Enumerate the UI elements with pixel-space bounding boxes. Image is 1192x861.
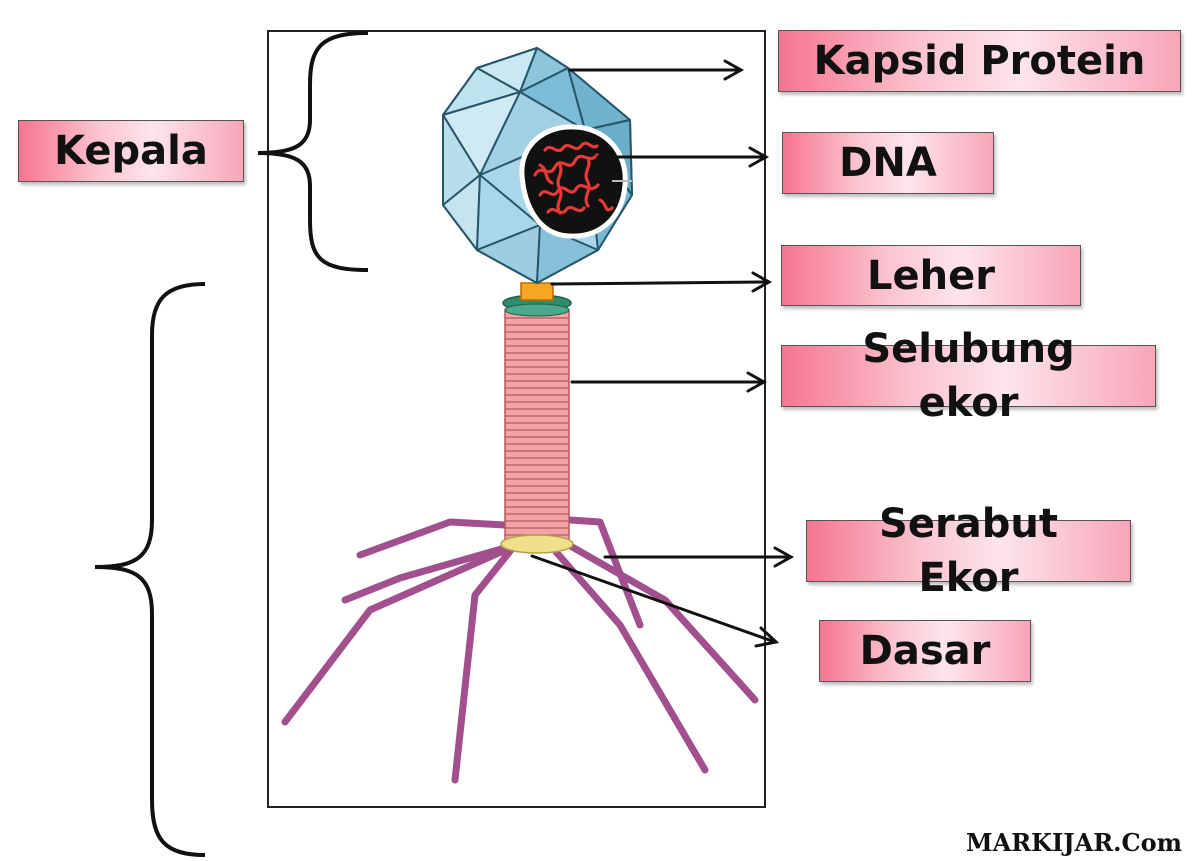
label-dasar: Dasar [819,620,1031,682]
label-dna: DNA [782,132,994,194]
label-kepala-text: Kepala [54,124,208,178]
label-kepala: Kepala [18,120,244,182]
label-serabut-ekor-text: Serabut Ekor [879,497,1058,605]
label-kapsid-protein-text: Kapsid Protein [814,34,1146,88]
tail-brace [95,284,205,855]
arrow-leher [552,282,768,284]
base-plate [501,535,573,553]
head-brace [258,33,368,270]
label-selubung-ekor-text: Selubung ekor [862,322,1074,430]
label-kapsid-protein: Kapsid Protein [778,30,1181,92]
label-dna-text: DNA [839,136,937,190]
arrow-dasar [532,556,775,642]
label-leher: Leher [781,245,1081,306]
label-selubung-ekor: Selubung ekor [781,345,1156,407]
label-dasar-text: Dasar [860,624,991,678]
tail-sheath [505,310,569,540]
neck [521,283,553,300]
tail-fibers [285,520,755,780]
site-credit: MARKIJAR.Com [966,828,1182,857]
label-serabut-ekor: Serabut Ekor [806,520,1131,582]
label-leher-text: Leher [867,249,995,303]
